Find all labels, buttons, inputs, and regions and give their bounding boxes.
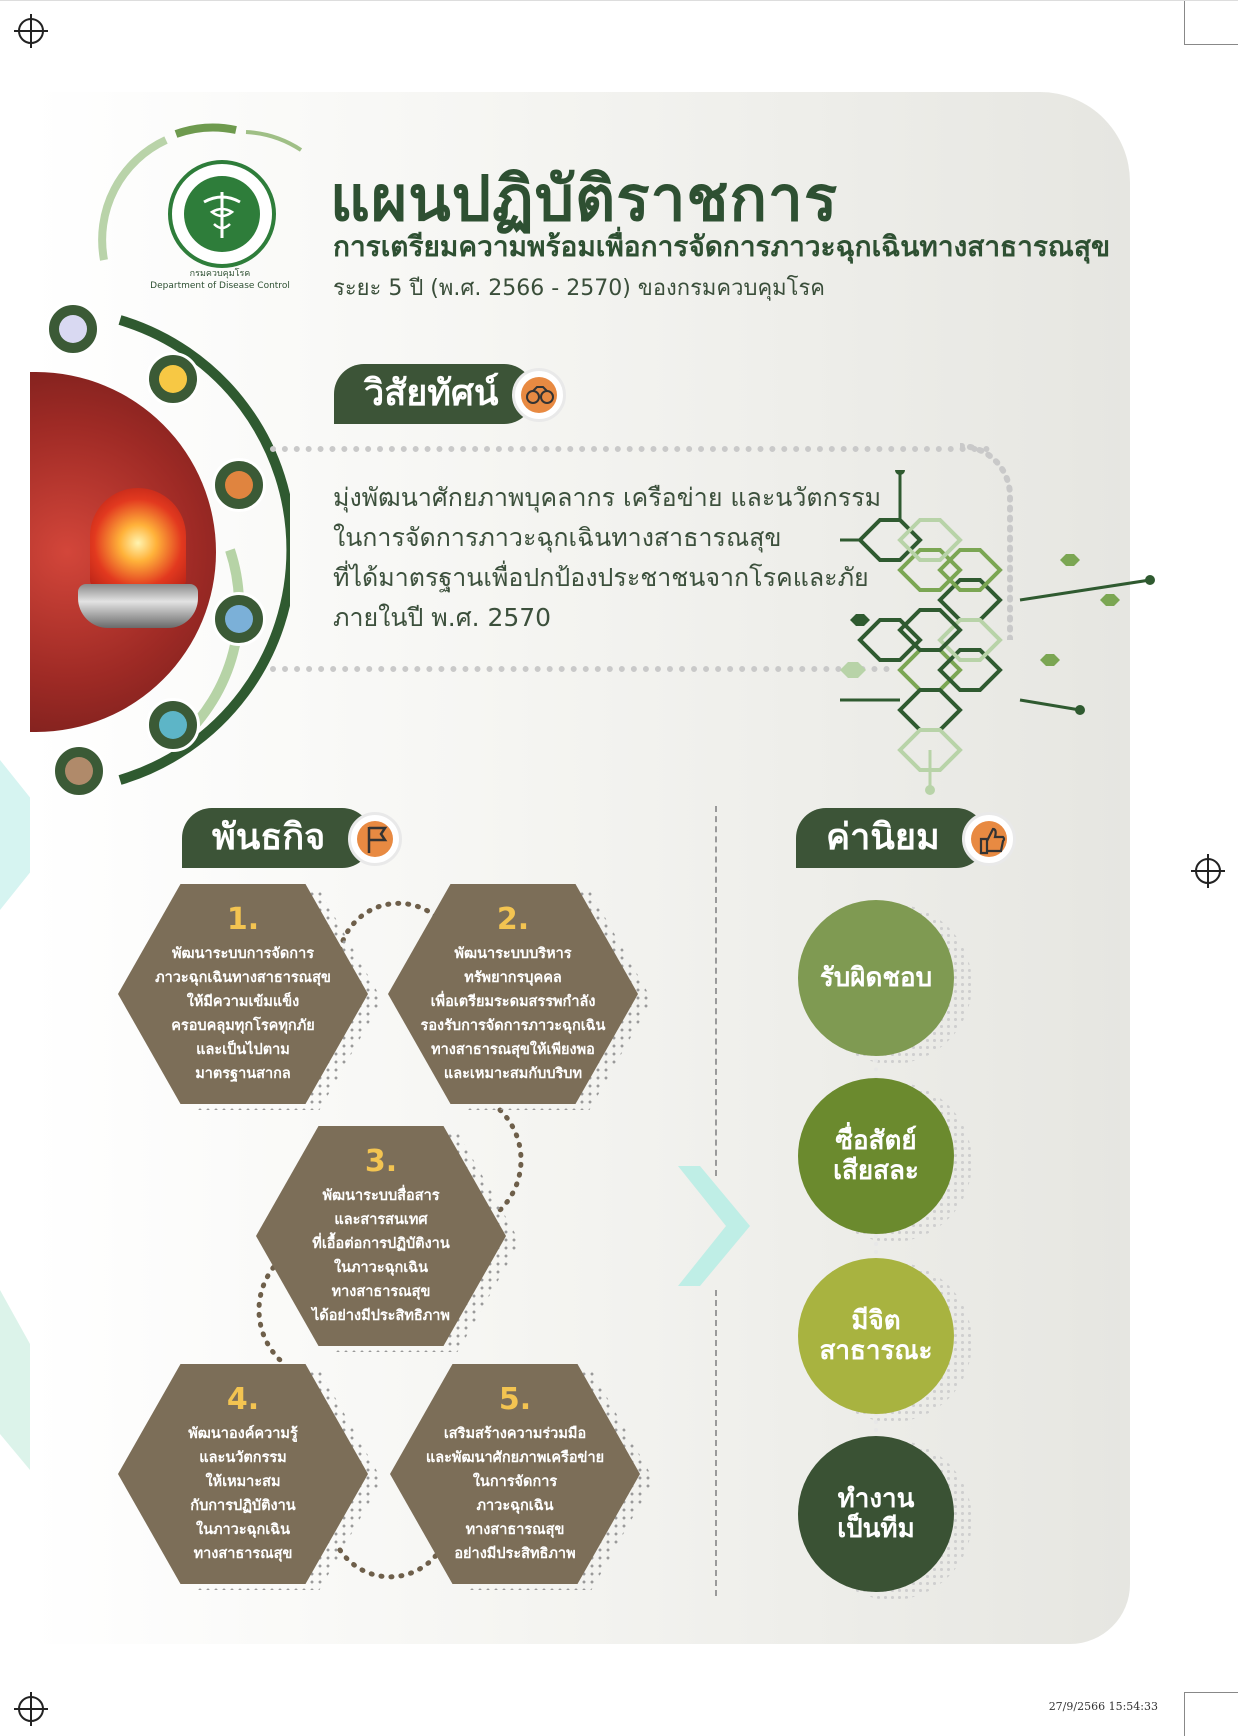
value-responsibility: รับผิดชอบ [798, 900, 954, 1056]
mission-item-number: 2. [496, 902, 530, 937]
mission-connector [256, 900, 524, 1580]
decor-shard [0, 1290, 30, 1470]
analysis-icon [146, 698, 200, 752]
value-teamwork: ทำงานเป็นทีม [798, 1436, 954, 1592]
caduceus-icon [203, 192, 241, 238]
section-divider [715, 1290, 717, 1596]
vision-line: มุ่งพัฒนาศักยภาพบุคลากร เครือข่าย และนวั… [333, 483, 882, 512]
page-subtitle: การเตรียมความพร้อมเพื่อการจัดการภาวะฉุกเ… [333, 230, 1111, 263]
flag-person-icon [348, 812, 402, 866]
virus-icon [212, 458, 266, 512]
values-heading: ค่านิยม [796, 808, 986, 868]
chevron-right-icon [678, 1166, 750, 1286]
mission-item-text: พัฒนาระบบสื่อสารและสารสนเทศที่เอื้อต่อกา… [312, 1188, 450, 1324]
mission-item-number: 5. [498, 1382, 532, 1417]
vision-statement: มุ่งพัฒนาศักยภาพบุคลากร เครือข่าย และนวั… [333, 478, 893, 638]
registration-mark-bottom-left [14, 1692, 48, 1726]
logo-caption: กรมควบคุมโรค Department of Disease Contr… [150, 268, 290, 292]
mission-item-text: พัฒนาระบบการจัดการภาวะฉุกเฉินทางสาธารณสุ… [155, 946, 331, 1082]
mission-item-5: 5. เสริมสร้างความร่วมมือและพัฒนาศักยภาพเ… [390, 1364, 654, 1590]
mission-heading: พันธกิจ [182, 808, 372, 868]
mission-item-3: 3. พัฒนาระบบสื่อสารและสารสนเทศที่เอื้อต่… [256, 1126, 520, 1352]
page-title: แผนปฏิบัติราชการ [330, 162, 839, 235]
registration-mark-top-left [14, 14, 48, 48]
medical-team-icon [212, 592, 266, 646]
value-honesty: ซื่อสัตย์เสียสละ [798, 1078, 954, 1234]
mission-item-2: 2. พัฒนาระบบบริหารทรัพยากรบุคคลเพื่อเตรี… [388, 884, 652, 1110]
vision-heading: วิสัยทัศน์ [334, 364, 534, 424]
mission-item-number: 3. [364, 1144, 398, 1179]
vision-line: ภายในปี พ.ศ. 2570 [333, 603, 552, 632]
registration-mark-right [1191, 854, 1225, 888]
value-chain [874, 1050, 882, 1080]
disaster-house-icon [52, 744, 106, 798]
mission-item-text: พัฒนาระบบบริหารทรัพยากรบุคคลเพื่อเตรียมร… [420, 946, 606, 1082]
people-meeting-icon [46, 302, 100, 356]
mission-item-1: 1. พัฒนาระบบการจัดการภาวะฉุกเฉินทางสาธาร… [118, 884, 382, 1110]
mission-item-text: พัฒนาองค์ความรู้และนวัตกรรมให้เหมาะสม กั… [188, 1426, 298, 1562]
vision-border-top [270, 446, 990, 452]
value-chain [874, 1388, 882, 1440]
thumbs-up-icon [962, 812, 1016, 866]
value-public-mind: มีจิตสาธารณะ [798, 1258, 954, 1414]
siren-light-icon [78, 488, 198, 638]
mission-item-text: เสริมสร้างความร่วมมือและพัฒนาศักยภาพเครื… [425, 1426, 605, 1562]
mission-item-number: 4. [226, 1382, 260, 1417]
section-divider [715, 806, 717, 1176]
decor-shard [0, 760, 30, 910]
crop-line [1184, 1692, 1185, 1736]
vision-line: ที่ได้มาตรฐานเพื่อปกป้องประชาชนจากโรคและ… [333, 563, 869, 592]
vision-border-bottom [270, 666, 890, 672]
vision-line: ในการจัดการภาวะฉุกเฉินทางสาธารณสุข [333, 523, 782, 552]
vision-border-curve [960, 443, 1013, 640]
print-timestamp: 27/9/2566 15:54:33 [1048, 1700, 1158, 1713]
hexagon-network-graphic [840, 470, 1155, 795]
page-period: ระยะ 5 ปี (พ.ศ. 2566 - 2570) ของกรมควบคุ… [333, 276, 826, 301]
lightbulb-icon [146, 352, 200, 406]
ministry-logo [168, 160, 276, 268]
logo-arc-decoration [98, 123, 303, 261]
crop-line [0, 0, 1238, 1]
logo-caption-en: Department of Disease Control [150, 281, 290, 291]
binoculars-icon [512, 368, 566, 422]
value-chain [874, 1210, 882, 1262]
crop-line [1184, 44, 1238, 45]
crop-line [1184, 1692, 1238, 1693]
mission-item-4: 4. พัฒนาองค์ความรู้และนวัตกรรมให้เหมาะสม… [118, 1364, 382, 1590]
mission-item-number: 1. [226, 902, 260, 937]
crop-line [1184, 0, 1185, 44]
logo-caption-th: กรมควบคุมโรค [189, 269, 251, 279]
